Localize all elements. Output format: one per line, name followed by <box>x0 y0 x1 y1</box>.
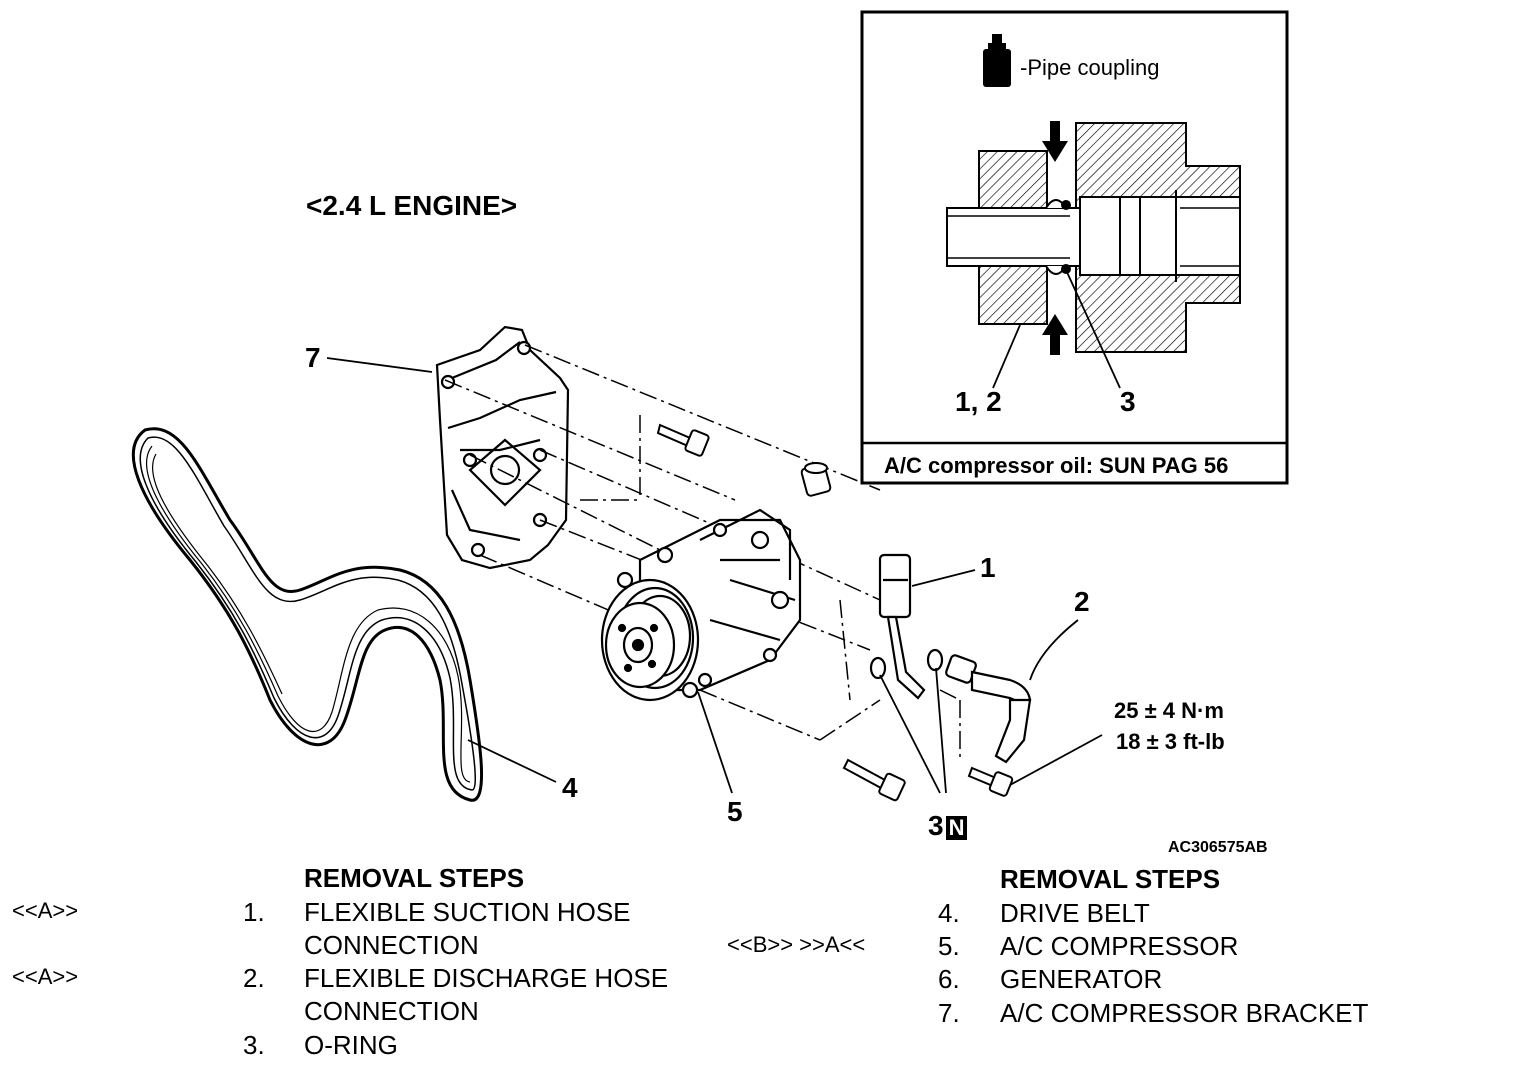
step-mark: <<A>> <box>12 898 79 923</box>
step-number: 3. <box>243 1030 265 1060</box>
step-number: 5. <box>938 931 960 961</box>
torque-line-2: 18 ± 3 ft-lb <box>1116 729 1225 754</box>
step-text: GENERATOR <box>1000 964 1163 994</box>
ac-compressor <box>600 508 802 702</box>
suction-hose <box>878 553 926 700</box>
pipe-coupling-section <box>946 121 1241 389</box>
pipe-coupling-label: -Pipe coupling <box>1020 55 1160 80</box>
callout-3-number: 3 <box>928 810 944 841</box>
discharge-hose <box>945 654 1032 764</box>
callout-4: 4 <box>562 772 578 803</box>
step-mark: <<B>> >>A<< <box>727 932 866 957</box>
callout-1: 1 <box>980 552 996 583</box>
engine-label: <2.4 L ENGINE> <box>306 190 518 221</box>
step-mark: <<A>> <box>12 964 79 989</box>
callout-7: 7 <box>305 342 321 373</box>
o-rings <box>869 648 944 680</box>
oil-note: A/C compressor oil: SUN PAG 56 <box>884 453 1229 478</box>
compressor-bracket <box>435 325 570 570</box>
step-text: A/C COMPRESSOR BRACKET <box>1000 998 1369 1028</box>
step-text: DRIVE BELT <box>1000 898 1150 928</box>
new-part-badge: N <box>945 816 968 840</box>
step-number: 2. <box>243 963 265 993</box>
step-number: 4. <box>938 898 960 928</box>
inset-box <box>860 10 1289 485</box>
step-number: 1. <box>243 897 265 927</box>
hose-bolt <box>967 766 1014 797</box>
figure-code: AC306575AB <box>1168 839 1268 856</box>
step-number: 6. <box>938 964 960 994</box>
callout-5: 5 <box>727 796 743 827</box>
callout-2: 2 <box>1074 586 1090 617</box>
hose-fitting <box>800 462 832 497</box>
drive-belt <box>131 427 483 802</box>
leader-lines <box>326 357 1103 794</box>
step-number: 7. <box>938 998 960 1028</box>
bracket-bolt <box>656 423 710 457</box>
step-text: FLEXIBLE DISCHARGE HOSE <box>304 963 669 993</box>
removal-heading-left: REMOVAL STEPS <box>304 863 525 893</box>
torque-line-1: 25 ± 4 N·m <box>1114 698 1224 723</box>
oil-bottle-icon <box>983 34 1011 87</box>
inset-callout-1-2: 1, 2 <box>955 386 1002 417</box>
step-text: O-RING <box>304 1030 398 1060</box>
step-text: FLEXIBLE SUCTION HOSE <box>304 897 631 927</box>
compressor-bolt <box>842 758 906 802</box>
removal-heading-right: REMOVAL STEPS <box>1000 864 1221 894</box>
step-text: CONNECTION <box>304 930 479 960</box>
step-text: A/C COMPRESSOR <box>1000 931 1239 961</box>
step-text: CONNECTION <box>304 996 479 1026</box>
inset-callout-3: 3 <box>1120 386 1136 417</box>
